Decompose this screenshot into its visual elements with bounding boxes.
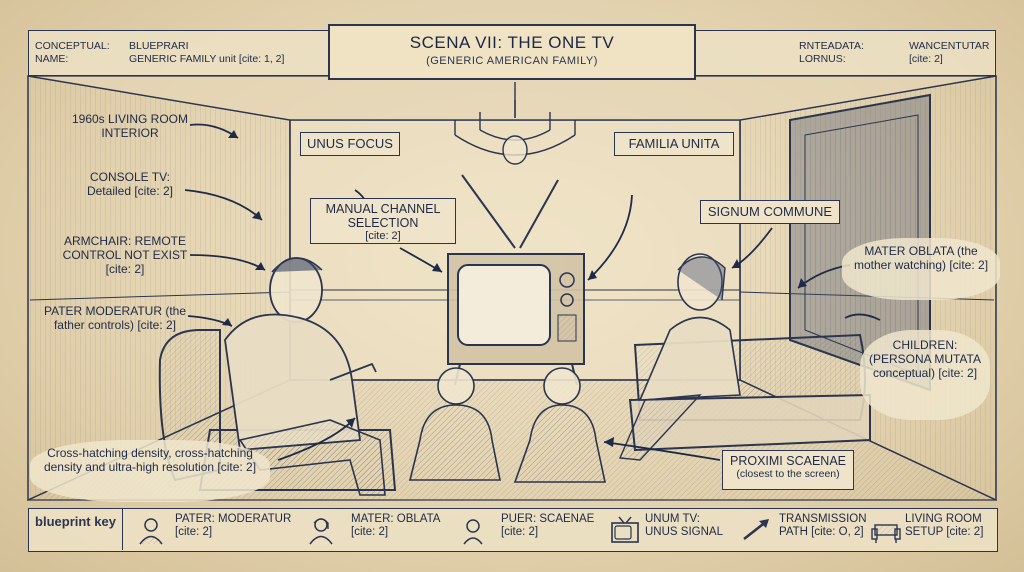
label-signum-commune: SIGNUM COMMUNE	[700, 200, 840, 224]
header-right-label-2: LORNUS:	[799, 53, 846, 65]
label-manual-channel: MANUAL CHANNEL SELECTION	[325, 202, 441, 230]
key-item-3: PUER: SCAENAE [cite: 2]	[501, 513, 594, 539]
key-item-1: PATER: MODERATUR [cite: 2]	[175, 513, 291, 539]
manual-channel-box: MANUAL CHANNEL SELECTION [cite: 2]	[310, 198, 456, 244]
label-manual-channel-cite: [cite: 2]	[365, 230, 401, 242]
label-children: CHILDREN: (PERSONA MUTATA conceptual) [c…	[860, 330, 990, 420]
key-item-4-cite: UNUS SIGNAL	[645, 526, 723, 538]
key-title: blueprint key	[29, 509, 123, 550]
key-item-3-label: PUER: SCAENAE	[501, 513, 595, 525]
label-pater: PATER MODERATUR (the father controls) [c…	[43, 304, 186, 332]
key-item-4-label: UNUM TV:	[645, 513, 700, 525]
chandelier	[454, 82, 576, 165]
label-familia-unita: FAMILIA UNITA	[614, 132, 734, 156]
children	[408, 367, 606, 483]
label-armchair: ARMCHAIR: REMOTE CONTROL NOT EXIST [cite…	[62, 234, 188, 276]
key-item-2: MATER: OBLATA [cite: 2]	[351, 513, 440, 539]
label-living-room: 1960s LIVING ROOM INTERIOR	[71, 112, 189, 140]
child-portrait-icon	[463, 519, 483, 545]
key-item-5: TRANSMISSION PATH [cite: O, 2]	[779, 513, 867, 539]
mother-portrait-icon	[309, 518, 333, 545]
proximi-box: PROXIMI SCAENAE (closest to the screen)	[722, 450, 854, 490]
key-item-6-label: LIVING ROOM	[905, 513, 982, 525]
header-left-label-2: NAME:	[35, 53, 69, 65]
key-item-2-label: MATER: OBLATA	[351, 513, 441, 525]
header-right-value-1: WANCENTUTAR	[909, 40, 990, 52]
key-item-2-cite: [cite: 2]	[351, 526, 389, 538]
label-console-tv: CONSOLE TV: Detailed [cite: 2]	[86, 170, 174, 198]
page-subtitle: (GENERIC AMERICAN FAMILY)	[426, 55, 598, 67]
label-cross-hatch: Cross-hatching density, cross-hatching d…	[30, 440, 270, 502]
sofa-with-mother	[618, 253, 871, 461]
label-proximi: PROXIMI SCAENAE	[730, 454, 846, 468]
header-left-label-1: CONCEPTUAL:	[35, 40, 110, 52]
header-left-value-2: GENERIC FAMILY unit [cite: 1, 2]	[129, 53, 285, 65]
key-item-4: UNUM TV: UNUS SIGNAL	[645, 513, 723, 539]
key-item-3-cite: [cite: 2]	[501, 526, 539, 538]
page-title: SCENA VII: THE ONE TV	[409, 33, 615, 52]
transmission-arrow-icon	[743, 519, 769, 540]
title-cartouche: SCENA VII: THE ONE TV (GENERIC AMERICAN …	[328, 24, 696, 80]
header-left-value-1: BLUEPRARI	[129, 40, 189, 52]
key-item-6-cite: SETUP [cite: 2]	[905, 526, 984, 538]
key-item-1-cite: [cite: 2]	[175, 526, 213, 538]
label-unus-focus: UNUS FOCUS	[300, 132, 400, 156]
header-right-label-1: RNTEADATA:	[799, 40, 864, 52]
key-item-6: LIVING ROOM SETUP [cite: 2]	[905, 513, 983, 539]
key-item-1-label: PATER: MODERATUR	[175, 513, 292, 525]
key-item-5-label: TRANSMISSION	[779, 513, 867, 525]
key-item-5-cite: PATH [cite: O, 2]	[779, 526, 864, 538]
label-proximi-sub: (closest to the screen)	[736, 468, 840, 480]
father-portrait-icon	[139, 518, 163, 545]
sofa-icon	[871, 524, 901, 543]
console-tv	[447, 174, 585, 386]
header-right-value-2: [cite: 2]	[909, 53, 943, 65]
label-mater-oblata: MATER OBLATA (the mother watching) [cite…	[842, 238, 1000, 300]
tv-icon	[611, 516, 639, 543]
blueprint-key: blueprint key PATER: MODERATUR [cite: 2]…	[28, 508, 998, 552]
